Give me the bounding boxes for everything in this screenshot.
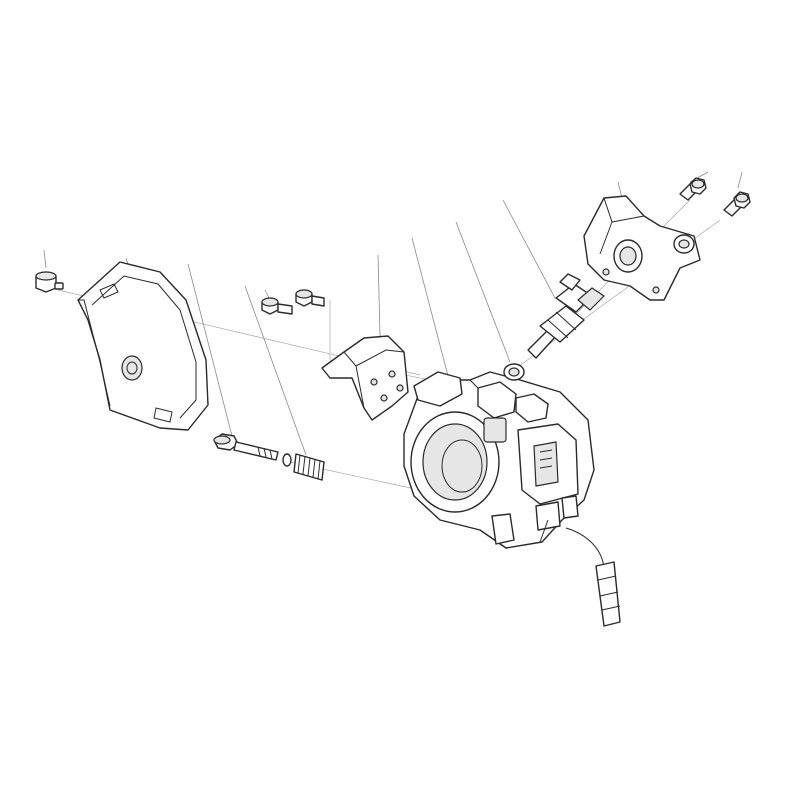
screw-small-left-icon: [35, 271, 64, 293]
spring-icon: [282, 453, 325, 481]
throttle-body-icon: [403, 371, 595, 549]
fuel-injector-icon: [527, 273, 605, 359]
screw-top-2-icon: [723, 191, 751, 217]
leader-lines: [43, 171, 743, 456]
bracket-icon: [321, 335, 409, 421]
screw-pair-icon: [261, 289, 325, 315]
fuel-rail-cap-icon: [583, 195, 701, 301]
sensor-cable-icon: [565, 527, 621, 627]
o-ring-icon: [503, 363, 525, 381]
screw-top-1-icon: [679, 177, 707, 201]
long-bolt-icon: [213, 433, 279, 461]
cover-icon: [77, 261, 209, 431]
